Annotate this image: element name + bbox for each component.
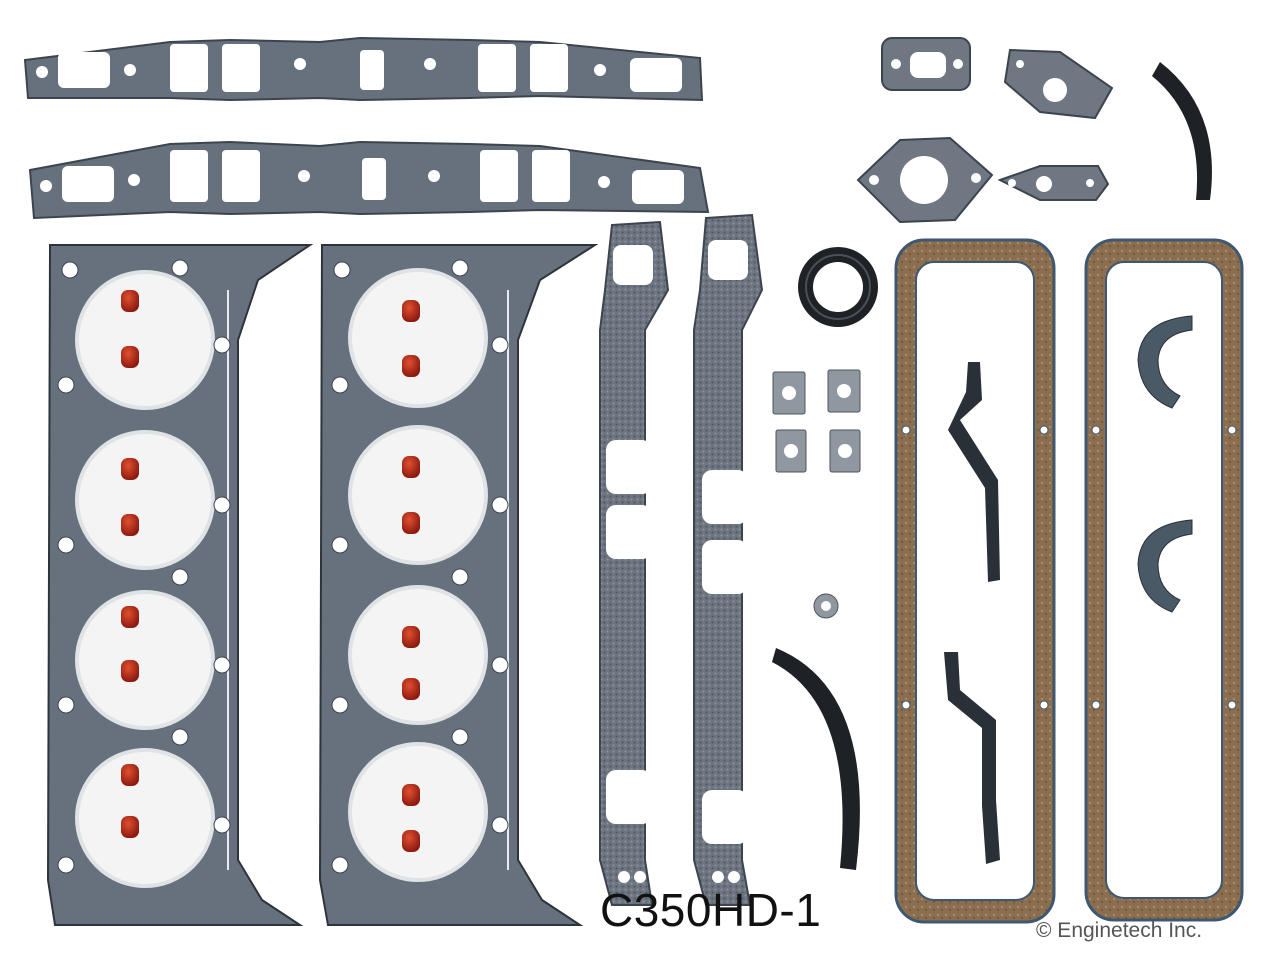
oil-pan-side-seal-lower: [944, 652, 1000, 864]
rear-main-seal-upper: [1152, 62, 1212, 200]
cylinder-head-gasket-right: [318, 244, 599, 926]
exhaust-manifold-gasket-right: [693, 213, 764, 906]
exhaust-manifold-gasket-left: [599, 220, 670, 906]
copyright-notice: © Enginetech Inc.: [1036, 919, 1203, 942]
oil-pan-side-seal-upper: [948, 362, 1000, 582]
spacer-plates: [772, 369, 861, 473]
part-number-label: C350HD-1: [600, 884, 822, 936]
intake-manifold-gasket-top: [23, 36, 704, 102]
rear-main-bearing-half-upper: [1137, 315, 1193, 409]
water-outlet-gasket: [881, 37, 971, 91]
cylinder-head-gasket-left: [46, 244, 314, 926]
valve-cover-gasket-left: [894, 238, 1056, 924]
intake-manifold-gasket-bottom: [28, 140, 710, 220]
oil-pan-rear-seal: [772, 648, 860, 870]
fuel-pump-gasket: [997, 165, 1110, 201]
distributor-washer: [813, 593, 839, 619]
thermostat-gasket: [856, 136, 994, 224]
egr-valve-gasket: [1003, 48, 1114, 120]
rear-main-bearing-half-lower: [1137, 519, 1193, 613]
valve-cover-gasket-right: [1084, 238, 1244, 922]
timing-cover-seal: [798, 247, 878, 327]
